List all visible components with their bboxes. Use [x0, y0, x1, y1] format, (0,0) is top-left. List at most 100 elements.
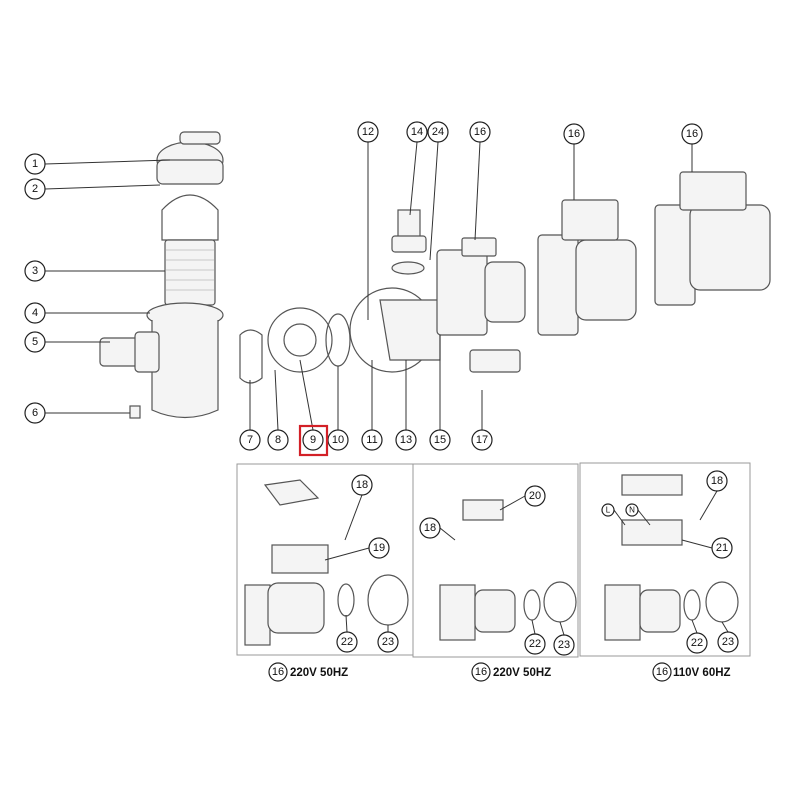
callout-part-23: 23	[717, 621, 739, 653]
svg-text:16: 16	[656, 666, 668, 678]
caption-panel-3: 16 110V 60HZ	[652, 662, 731, 682]
leader-line	[613, 509, 626, 526]
callout-part-16: 16	[681, 123, 703, 172]
callout-number: 16	[568, 128, 580, 140]
callout-circle	[24, 331, 46, 353]
svg-text:110V 60HZ: 110V 60HZ	[673, 667, 731, 679]
callout-number: 7	[247, 434, 253, 446]
leader-line	[409, 141, 418, 216]
callout-circle	[553, 634, 575, 656]
callout-number: 19	[373, 542, 385, 554]
caption-panel-2: 16 220V 50HZ	[471, 662, 551, 682]
callout-number: 14	[411, 126, 423, 138]
callout-circle	[625, 503, 639, 517]
callout-part-7: 7	[239, 380, 261, 451]
callout-circle	[711, 537, 733, 559]
callout-part-N: N	[625, 503, 651, 526]
callout-part-L: L	[601, 503, 626, 526]
callout-part-4: 4	[24, 302, 150, 324]
callout-circle	[427, 121, 449, 143]
wiring-panels	[236, 462, 751, 658]
callout-circle	[336, 631, 358, 653]
callout-part-22: 22	[524, 619, 546, 655]
callout-number: 22	[691, 637, 703, 649]
callout-number: 11	[366, 434, 377, 446]
callout-part-17: 17	[471, 390, 493, 451]
strainer-assembly	[99, 131, 224, 419]
callout-number: 8	[275, 434, 281, 446]
callout-number: 22	[341, 636, 353, 648]
callout-number: 2	[32, 183, 38, 195]
callout-circle	[368, 537, 390, 559]
callout-part-18: 18	[419, 517, 456, 541]
svg-text:16: 16	[475, 666, 487, 678]
callout-number: 9	[310, 434, 316, 446]
callout-part-24: 24	[427, 121, 449, 261]
leader-line	[324, 547, 370, 561]
callout-number: 13	[400, 434, 412, 446]
callout-number: 16	[474, 126, 486, 138]
callout-number: 15	[434, 434, 446, 446]
callout-part-18: 18	[699, 470, 728, 521]
callout-circle	[395, 429, 417, 451]
callout-part-14: 14	[406, 121, 428, 216]
callout-part-12: 12	[357, 121, 379, 320]
leader-line	[44, 184, 161, 190]
callout-number: 10	[332, 434, 344, 446]
leader-line	[274, 369, 279, 431]
callout-circle	[357, 121, 379, 143]
callout-part-15: 15	[429, 335, 451, 451]
callout-part-13: 13	[395, 360, 417, 451]
callout-number: 5	[32, 336, 38, 348]
callout-number: 1	[32, 158, 38, 170]
callout-part-2: 2	[24, 178, 161, 200]
leader-line	[299, 359, 314, 431]
callout-part-16: 16	[563, 123, 585, 200]
leader-line	[499, 495, 526, 511]
highlight-box-part-9	[298, 424, 329, 457]
callout-circle	[601, 503, 615, 517]
leader-line	[429, 141, 439, 261]
callout-part-22: 22	[686, 619, 708, 654]
svg-text:16: 16	[272, 666, 284, 678]
leader-line	[681, 539, 713, 549]
callout-circle	[524, 485, 546, 507]
leader-line	[474, 141, 481, 241]
leader-line	[691, 619, 698, 634]
callout-circle	[406, 121, 428, 143]
callout-part-23: 23	[553, 621, 575, 656]
callout-number: 20	[529, 490, 541, 502]
callout-circle	[524, 633, 546, 655]
callout-part-5: 5	[24, 331, 110, 353]
seal-and-diffuser-parts	[239, 209, 521, 384]
callout-circle	[706, 470, 728, 492]
callout-number: 17	[476, 434, 488, 446]
callout-number: 23	[722, 636, 734, 648]
callout-circle	[469, 121, 491, 143]
callout-number: 4	[32, 307, 38, 319]
callout-part-3: 3	[24, 260, 165, 282]
leader-line	[721, 621, 729, 633]
callout-number: 18	[424, 522, 436, 534]
callout-number: 6	[32, 407, 38, 419]
callout-circle	[686, 632, 708, 654]
callout-number: 23	[558, 639, 570, 651]
callout-circle	[563, 123, 585, 145]
callout-part-22: 22	[336, 614, 358, 653]
caption-panel-1: 16 220V 50HZ	[268, 662, 348, 682]
callout-number: 22	[529, 638, 541, 650]
callout-circle	[24, 260, 46, 282]
callout-number: 12	[362, 126, 374, 138]
callout-circle	[302, 429, 324, 451]
svg-text:220V 50HZ: 220V 50HZ	[493, 667, 551, 679]
callout-part-8: 8	[267, 369, 289, 451]
callout-number: N	[629, 506, 635, 515]
callout-part-9: 9	[299, 359, 324, 451]
leader-line	[44, 159, 171, 165]
callout-circle	[681, 123, 703, 145]
panel-3-frame	[579, 462, 751, 657]
leader-line	[344, 494, 363, 541]
leader-line	[637, 509, 651, 526]
callout-circle	[24, 402, 46, 424]
callout-number: 18	[711, 475, 723, 487]
